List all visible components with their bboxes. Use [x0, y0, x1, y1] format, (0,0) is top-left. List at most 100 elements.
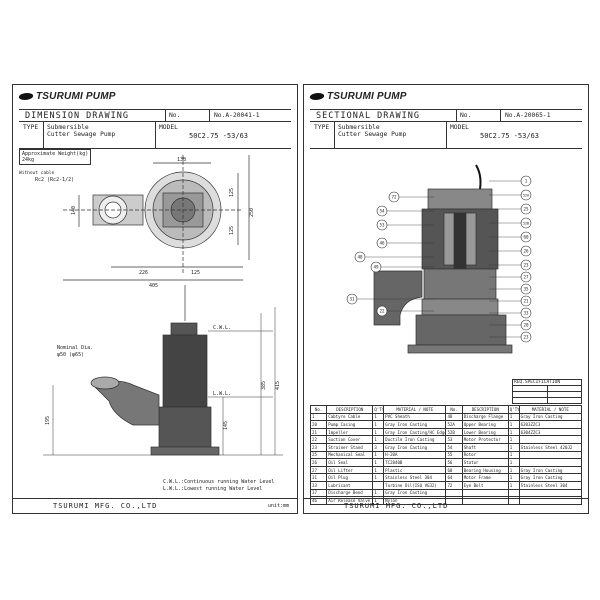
table-cell: Cabtyre Cable — [326, 412, 374, 422]
table-cell — [507, 488, 520, 498]
table-cell: Motor Protector — [461, 435, 509, 444]
lwl-label: L.W.L. — [213, 391, 231, 397]
top-view — [63, 155, 250, 281]
table-cell: 23 — [309, 442, 328, 452]
callout-balloon: 49 — [370, 261, 434, 273]
divider — [446, 122, 447, 149]
sectional-drawing: 7254534846493122152A2552B602623273521332… — [346, 164, 532, 354]
callout-balloon: 20 — [489, 319, 532, 331]
drawing-title: SECTIONAL DRAWING — [316, 111, 420, 121]
table-cell: 20 — [309, 420, 328, 429]
divider — [209, 110, 210, 121]
table-cell: Oil Seal — [326, 458, 374, 467]
table-cell: Impeller — [326, 427, 374, 437]
table-cell: 64 — [445, 473, 463, 482]
req-specification: REQ.SPECIFICATION — [512, 379, 582, 404]
table-cell: 1 — [507, 442, 520, 452]
table-cell: 1 — [372, 435, 385, 444]
table-cell: 1 — [372, 420, 385, 429]
table-cell: Gray Iron Casting — [383, 488, 447, 498]
table-cell: 6304ZZC3 — [518, 427, 583, 437]
nominal-value: φ50 (φ65) — [57, 352, 85, 358]
callout-balloon: 33 — [489, 307, 532, 319]
brand-name: TSURUMI PUMP — [327, 91, 407, 102]
type-value-line2: Cutter Sewage Pump — [47, 131, 116, 138]
legend-cwl: C.W.L.:Continuous running Water Level — [163, 479, 275, 485]
table-cell: 52B — [445, 427, 463, 437]
dim-195: 195 — [45, 416, 51, 425]
spec-cell — [512, 397, 548, 404]
no-label: No. — [460, 112, 472, 119]
svg-text:33: 33 — [523, 311, 529, 316]
spec-table: REQ.SPECIFICATION — [512, 379, 582, 404]
table-cell — [461, 496, 509, 505]
callout-balloon: 26 — [489, 245, 532, 257]
table-cell: H-20A — [383, 450, 447, 460]
svg-text:54: 54 — [379, 209, 385, 214]
dim-140: 140 — [71, 206, 77, 215]
table-cell — [518, 435, 583, 444]
table-cell: Ductile Iron Casting — [383, 435, 447, 444]
dim-405: 405 — [149, 283, 158, 289]
svg-text:31: 31 — [349, 297, 355, 302]
table-cell: 1 — [309, 412, 328, 422]
model-value: 50C2.75 -53/63 — [189, 132, 249, 140]
svg-text:35: 35 — [523, 287, 529, 292]
table-cell: 1 — [372, 488, 385, 498]
table-cell: Gray Iron Casting — [518, 473, 583, 482]
parts-header-cell: Q'TY — [507, 405, 520, 414]
parts-header-cell: MATERIAL / NOTE — [383, 405, 447, 414]
table-cell: Oil Lifter — [326, 465, 374, 475]
type-value-line2: Cutter Sewage Pump — [338, 131, 407, 138]
parts-header-cell: MATERIAL / NOTE — [518, 405, 583, 414]
no-label: No. — [169, 112, 181, 119]
table-cell: 22 — [309, 435, 328, 444]
table-cell: 3 — [372, 442, 385, 452]
table-cell: Discharge Bend — [326, 488, 374, 498]
parts-header-cell: Q'TY — [372, 405, 385, 414]
table-cell: Eye Bolt — [461, 480, 509, 490]
table-cell: 21 — [309, 427, 328, 437]
table-cell: Lower Bearing — [461, 427, 509, 437]
weight-value: 24kg — [22, 157, 35, 163]
type-label: TYPE — [23, 124, 39, 131]
callout-balloon: 54 — [376, 205, 434, 217]
dim-125-a: 125 — [229, 188, 235, 197]
type-value-line1: Submersible — [338, 124, 380, 131]
table-cell: 48 — [445, 412, 463, 422]
table-cell: 1 — [507, 458, 520, 467]
table-cell: 1 — [507, 427, 520, 437]
table-cell: 56 — [445, 458, 463, 467]
table-cell: PVC Sheath — [383, 412, 447, 422]
dim-125-b: 125 — [229, 226, 235, 235]
model-label: MODEL — [159, 124, 178, 131]
table-cell: Air Release Valve — [326, 496, 374, 505]
callout-balloon: 23 — [489, 331, 532, 343]
table-cell: 1 — [372, 458, 385, 467]
weight-label: Approximate Weight(kg) — [22, 151, 89, 157]
callout-balloon: 22 — [376, 305, 434, 317]
table-cell: 1 — [372, 473, 385, 482]
table-cell: 1 — [507, 480, 520, 490]
table-cell: Lubricant — [326, 480, 374, 490]
table-cell: 53 — [445, 435, 463, 444]
dim-385: 385 — [261, 381, 267, 390]
table-cell — [518, 488, 583, 498]
table-cell: 60 — [445, 465, 463, 475]
svg-text:21: 21 — [523, 299, 529, 304]
table-cell: 25 — [309, 450, 328, 460]
table-cell: Turbine Oil(ISO VG32) — [383, 480, 447, 490]
table-cell: Stainless Steel 304 — [383, 473, 447, 482]
table-cell: 1 — [507, 465, 520, 475]
table-cell: Discharge Flange — [461, 412, 509, 422]
